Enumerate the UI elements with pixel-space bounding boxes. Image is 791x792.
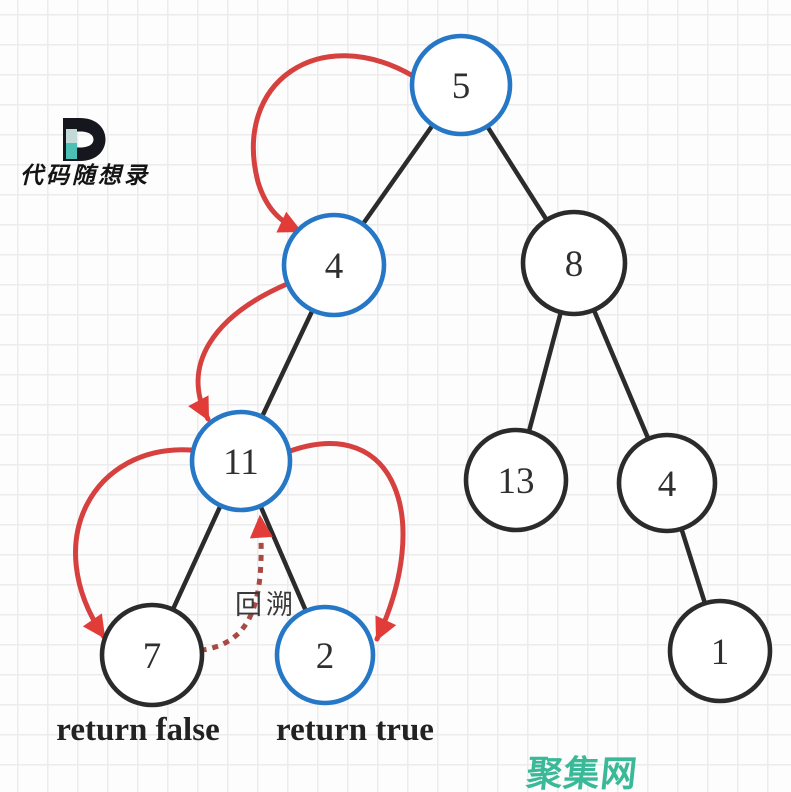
node-4-right-value: 4 [658,464,677,505]
tree-edges [149,82,723,658]
tree-node-4-right: 4 [616,432,718,534]
watermark-text: 聚集网 [523,753,639,792]
tree-node-1: 1 [667,598,773,704]
brand-logo: 代码随想录 [20,118,150,189]
traversal-arrow-11-to-2 [287,441,406,642]
traversal-arrow-5-to-4 [250,53,416,234]
node-11-value: 11 [223,442,259,483]
node-5-circle [409,33,513,137]
node-13-circle [463,427,569,533]
node-7-value: 7 [143,636,162,677]
tree-node-4-left: 4 [281,212,387,318]
node-2-circle [274,604,376,706]
node-8-circle [520,209,628,317]
brand-logo-teal-block [66,143,77,159]
tree-node-2: 2 [274,604,376,706]
traversal-arrows [73,53,416,653]
backtrack-label: 回溯 [235,590,297,621]
node-5-value: 5 [452,66,471,107]
traversal-arrow-11-to-7 [73,447,194,640]
return-true-label: return true [276,712,434,748]
tree-node-5: 5 [409,33,513,137]
tree-nodes: 5 4 8 11 13 4 [99,33,773,708]
return-false-label: return false [56,712,219,748]
backtrack-arrow-7-to-11 [200,514,273,653]
node-2-value: 2 [316,636,335,677]
traversal-arrow-4-to-11 [188,281,290,422]
tree-node-7: 7 [99,602,205,708]
brand-logo-teal-light-block [66,129,77,143]
tree-node-8: 8 [520,209,628,317]
node-11-circle [189,409,293,513]
node-1-value: 1 [711,632,730,673]
node-7-circle [99,602,205,708]
node-4-right-circle [616,432,718,534]
node-4-left-value: 4 [325,246,344,287]
node-1-circle [667,598,773,704]
node-4-left-circle [281,212,387,318]
tree-node-11: 11 [189,409,293,513]
tree-node-13: 13 [463,427,569,533]
node-8-value: 8 [565,244,584,285]
brand-name: 代码随想录 [20,162,150,189]
node-13-value: 13 [498,461,535,502]
